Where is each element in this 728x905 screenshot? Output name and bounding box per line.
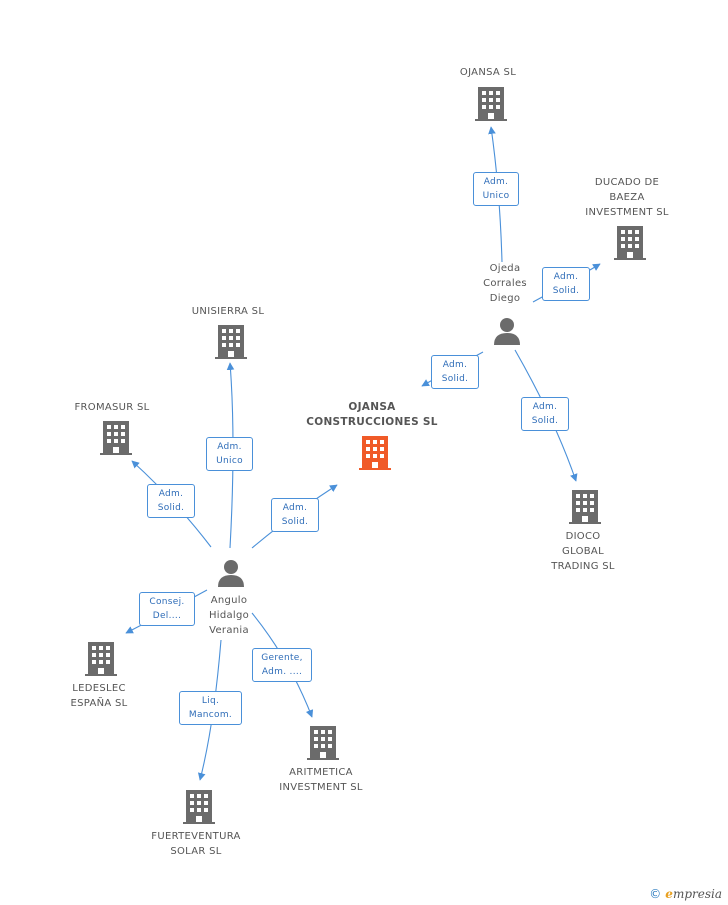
copyright-icon: © [649, 887, 662, 901]
center-building-icon[interactable] [359, 436, 391, 470]
person-label-angulo[interactable]: Angulo Hidalgo Verania [208, 595, 250, 636]
empresia-logo[interactable]: ©empresia [649, 887, 722, 901]
company-label-fuerteventura[interactable]: FUERTEVENTURA SOLAR SL [151, 831, 241, 857]
building-icon[interactable] [475, 87, 507, 121]
person-label-ojeda[interactable]: Ojeda Corrales Diego [483, 263, 527, 304]
center-company-label[interactable]: OJANSA CONSTRUCCIONES SL [306, 401, 438, 428]
building-icon[interactable] [215, 325, 247, 359]
company-label-ducado[interactable]: DUCADO DE BAEZA INVESTMENT SL [585, 177, 669, 218]
edge-label-angulo-center[interactable]: Adm. Solid. [271, 498, 319, 532]
edge-label-angulo-fuerteventura[interactable]: Liq. Mancom. [179, 691, 242, 725]
edge-label-angulo-ledeslec[interactable]: Consej. Del.... [139, 592, 195, 626]
edge-label-ojeda-center[interactable]: Adm. Solid. [431, 355, 479, 389]
company-label-dioco[interactable]: DIOCO GLOBAL TRADING SL [551, 531, 615, 572]
person-icon[interactable] [216, 559, 246, 587]
person-icon[interactable] [492, 317, 522, 345]
edge-label-ojeda-ducado[interactable]: Adm. Solid. [542, 267, 590, 301]
building-icon[interactable] [183, 790, 215, 824]
edge-label-ojeda-dioco[interactable]: Adm. Solid. [521, 397, 569, 431]
building-icon[interactable] [85, 642, 117, 676]
building-icon[interactable] [307, 726, 339, 760]
company-label-ojansa[interactable]: OJANSA SL [459, 67, 517, 78]
company-label-aritmetica[interactable]: ARITMETICA INVESTMENT SL [279, 767, 363, 793]
building-icon[interactable] [614, 226, 646, 260]
building-icon[interactable] [100, 421, 132, 455]
company-label-unisierra[interactable]: UNISIERRA SL [191, 306, 265, 317]
edge-label-angulo-aritmetica[interactable]: Gerente, Adm. .... [252, 648, 312, 682]
edge-label-ojeda-ojansa[interactable]: Adm. Unico [473, 172, 519, 206]
company-label-fromasur[interactable]: FROMASUR SL [74, 402, 150, 413]
building-icon[interactable] [569, 490, 601, 524]
edge-label-angulo-fromasur[interactable]: Adm. Solid. [147, 484, 195, 518]
company-label-ledeslec[interactable]: LEDESLEC ESPAÑA SL [70, 683, 128, 709]
edge-label-angulo-unisierra[interactable]: Adm. Unico [206, 437, 253, 471]
